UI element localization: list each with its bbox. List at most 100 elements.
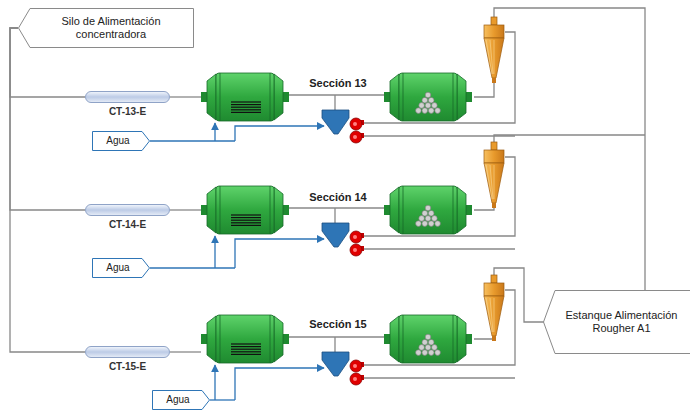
liner-bar xyxy=(231,217,261,218)
cyclone-feed-line xyxy=(363,157,515,236)
slurry-pump xyxy=(350,244,362,256)
vortex-finder xyxy=(491,275,497,283)
trunnion xyxy=(466,92,472,102)
trunnion xyxy=(201,92,207,102)
cyclone-spigot xyxy=(492,78,496,83)
grinding-ball xyxy=(422,221,428,227)
mill-shell xyxy=(216,315,274,363)
cyclone-barrel xyxy=(484,25,504,38)
grinding-ball xyxy=(422,210,428,216)
shell-ring xyxy=(403,73,404,121)
grinding-ball xyxy=(428,108,434,114)
cyclone-spigot xyxy=(492,336,496,341)
mill-shell xyxy=(399,186,457,234)
cyclone-feed-line xyxy=(363,248,515,249)
pump-eye xyxy=(353,122,357,126)
mill-shell xyxy=(216,73,274,121)
slurry-line xyxy=(289,336,384,337)
node-text: Estanque Alimentación Rougher A1 xyxy=(559,309,684,335)
text-holder: Agua xyxy=(92,131,150,151)
mill-head xyxy=(274,74,283,120)
vortex-finder xyxy=(491,17,497,25)
shell-ring xyxy=(220,315,221,363)
liner-bar xyxy=(231,112,261,113)
pump-eye xyxy=(353,377,357,381)
shell-ring xyxy=(220,186,221,234)
grinding-ball xyxy=(432,103,438,109)
grinding-ball xyxy=(428,221,434,227)
overflow-line xyxy=(494,135,645,142)
underflow-line xyxy=(474,83,494,97)
discharge-line xyxy=(334,95,335,110)
grinding-ball xyxy=(422,350,428,356)
pump-eye xyxy=(353,135,357,139)
slurry-pump xyxy=(350,373,362,385)
text-holder: Agua xyxy=(92,258,150,278)
discharge-line xyxy=(334,337,335,352)
cone-shade xyxy=(490,165,493,199)
cone-shade xyxy=(494,40,495,74)
conveyor-label: CT-14-E xyxy=(109,219,146,231)
mill-head xyxy=(274,187,283,233)
cyclone-cone xyxy=(484,38,504,78)
section-label: Sección 15 xyxy=(309,318,366,330)
mill-head xyxy=(274,316,283,362)
shell-ring xyxy=(270,73,271,121)
mill-head xyxy=(207,316,216,362)
text-holder: Estanque Alimentación Rougher A1 xyxy=(543,290,690,354)
grinding-ball xyxy=(425,216,431,222)
conveyor-belt: CT-14-E xyxy=(85,204,170,216)
grinding-ball xyxy=(416,221,422,227)
section-label: Sección 14 xyxy=(309,191,366,203)
liner-bar xyxy=(231,101,261,102)
grinding-ball xyxy=(432,345,438,351)
conveyor-belt: CT-15-E xyxy=(85,346,170,358)
slurry-pump xyxy=(350,360,362,372)
mill-shell xyxy=(216,186,274,234)
pump-eye xyxy=(353,364,357,368)
cyclone-spigot xyxy=(492,203,496,208)
grinding-ball xyxy=(422,108,428,114)
tag-shape xyxy=(93,259,150,278)
slurry-pump xyxy=(350,231,362,243)
tag-shape xyxy=(544,291,690,354)
cyclone-feed-line xyxy=(363,377,515,378)
grinding-ball xyxy=(435,221,441,227)
cyclone-feed-line xyxy=(363,32,515,123)
water-line xyxy=(235,239,324,268)
cyclone-feed-line xyxy=(363,290,515,365)
trunnion xyxy=(201,334,207,344)
liner-bar xyxy=(231,349,261,350)
grinding-ball xyxy=(422,339,428,345)
cone-shade xyxy=(486,298,492,332)
liner-bar xyxy=(231,225,261,226)
slurry-line xyxy=(289,207,384,208)
cyclone-cone xyxy=(484,163,504,203)
water-line xyxy=(214,123,215,141)
mill-head xyxy=(457,74,466,120)
feed-line xyxy=(170,351,201,352)
cone-shade xyxy=(490,40,493,74)
text-holder: Silo de Alimentación concentradora xyxy=(18,8,194,48)
trunnion xyxy=(201,205,207,215)
trunnion xyxy=(466,205,472,215)
shell-ring xyxy=(403,186,404,234)
vortex-finder xyxy=(491,142,497,150)
water-tag: Agua xyxy=(92,258,150,278)
grinding-ball xyxy=(416,108,422,114)
liner-bar xyxy=(231,220,261,221)
feed-line xyxy=(170,96,201,97)
liner-bar xyxy=(231,343,261,344)
liner-bar xyxy=(231,104,261,105)
grinding-section xyxy=(150,135,645,268)
cone-shade xyxy=(486,40,492,74)
grinding-ball xyxy=(435,350,441,356)
conveyor-belt: CT-13-E xyxy=(85,91,170,103)
shell-ring xyxy=(453,73,454,121)
node-text: Agua xyxy=(106,262,129,274)
grinding-ball xyxy=(428,350,434,356)
trunnion xyxy=(283,205,289,215)
grinding-ball xyxy=(428,339,434,345)
section-label: Sección 13 xyxy=(309,77,366,89)
water-line xyxy=(150,267,235,268)
